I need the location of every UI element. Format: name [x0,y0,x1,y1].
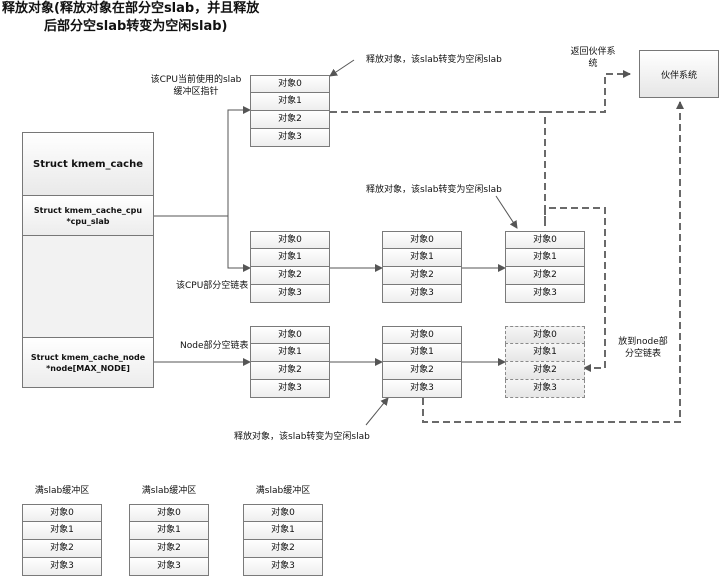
buddy-system-box: 伙伴系统 [639,50,719,98]
cpu-current-slab: 对象0 对象1 对象2 对象3 [250,75,330,147]
cpu-partial-head-line [227,216,251,272]
slab-object-1: 对象1 [22,522,102,540]
release-arrow-top [329,59,355,77]
title-line-2: 后部分空slab转变为空闲slab) [44,19,228,34]
return-buddy-label: 返回伙伴系 统 [560,46,626,70]
kmem-cache-node-field: Struct kmem_cache_node *node[MAX_NODE] [23,338,153,387]
cpu-partial-slab-1: 对象0 对象1 对象2 对象3 [250,231,330,303]
full-slab-2: 对象0 对象1 对象2 对象3 [129,504,209,576]
slab-object-1: 对象1 [250,249,330,267]
release-label-bottom: 释放对象，该slab转变为空闲slab [234,432,370,442]
cpu-slab-pointer-label-line2: 缓冲区指针 [173,87,219,97]
slab-object-0: 对象0 [243,504,323,522]
slab-object-0: 对象0 [505,231,585,249]
node-field-line-1: Struct kmem_cache_node [30,352,146,362]
kmem-cache-header: Struct kmem_cache [23,133,153,196]
full-slab-label-2: 满slab缓冲区 [141,486,197,496]
slab-object-2: 对象2 [505,362,585,380]
full-slab-label-3: 满slab缓冲区 [255,486,311,496]
cpu-slab-pointer-label-line1: 该CPU当前使用的slab [150,75,242,85]
slab-object-1: 对象1 [250,344,330,362]
slab-object-3: 对象3 [250,129,330,147]
node-return-buddy-path [422,101,684,423]
slab-object-2: 对象2 [243,540,323,558]
slab-object-0: 对象0 [250,326,330,344]
slab-object-3: 对象3 [382,380,462,398]
slab-object-3: 对象3 [250,285,330,303]
slab-object-1: 对象1 [382,344,462,362]
put-to-node-label: 放到node部 分空链表 [612,336,674,360]
release-label-mid: 释放对象，该slab转变为空闲slab [366,185,502,195]
node-partial-slab-moved: 对象0 对象1 对象2 对象3 [505,326,585,398]
node-partial-slab-1: 对象0 对象1 对象2 对象3 [250,326,330,398]
slab-object-2: 对象2 [250,362,330,380]
slab-object-2: 对象2 [250,267,330,285]
cpu-partial-slab-3: 对象0 对象1 对象2 对象3 [505,231,585,303]
return-buddy-path-cpu [330,111,546,226]
return-buddy-label-line1: 返回伙伴系 [570,47,616,57]
slab-object-0: 对象0 [382,326,462,344]
slab-object-2: 对象2 [22,540,102,558]
slab-object-2: 对象2 [250,111,330,129]
cpu-slab-pointer-line [154,106,251,217]
slab-object-1: 对象1 [505,249,585,267]
cpu-partial-list-label: 该CPU部分空链表 [176,281,249,291]
slab-object-1: 对象1 [129,522,209,540]
slab-object-1: 对象1 [382,249,462,267]
cpu-slab-pointer-label: 该CPU当前使用的slab 缓冲区指针 [148,74,244,98]
node-field-line-2: *node[MAX_NODE] [46,363,130,373]
slab-object-0: 对象0 [22,504,102,522]
return-buddy-path-top [545,70,631,113]
node-partial-list-label: Node部分空链表 [180,341,249,351]
put-to-node-label-line1: 放到node部 [618,337,668,347]
slab-object-0: 对象0 [129,504,209,522]
slab-object-1: 对象1 [243,522,323,540]
slab-object-0: 对象0 [250,231,330,249]
cpu-partial-slab-2: 对象0 对象1 对象2 对象3 [382,231,462,303]
slab-object-0: 对象0 [250,75,330,93]
slab-object-0: 对象0 [505,326,585,344]
move-to-node-path [544,207,606,372]
slab-object-3: 对象3 [382,285,462,303]
slab-object-1: 对象1 [250,93,330,111]
title-line-1: 释放对象(释放对象在部分空slab，并且释放 [2,1,260,16]
slab-object-3: 对象3 [505,380,585,398]
release-arrow-mid [495,195,518,229]
slab-object-2: 对象2 [382,267,462,285]
slab-object-3: 对象3 [250,380,330,398]
full-slab-3: 对象0 对象1 对象2 对象3 [243,504,323,576]
slab-object-3: 对象3 [129,558,209,576]
full-slab-1: 对象0 对象1 对象2 对象3 [22,504,102,576]
diagram-title: 释放对象(释放对象在部分空slab，并且释放 后部分空slab转变为空闲slab… [2,0,259,36]
kmem-cache-spacer [23,236,153,338]
full-slab-label-1: 满slab缓冲区 [34,486,90,496]
release-label-top: 释放对象，该slab转变为空闲slab [366,55,502,65]
slab-object-3: 对象3 [243,558,323,576]
slab-object-1: 对象1 [505,344,585,362]
slab-object-3: 对象3 [505,285,585,303]
slab-object-0: 对象0 [382,231,462,249]
slab-object-2: 对象2 [505,267,585,285]
put-to-node-label-line2: 分空链表 [624,349,661,359]
node-partial-slab-2: 对象0 对象1 对象2 对象3 [382,326,462,398]
kmem-cache-struct: Struct kmem_cache Struct kmem_cache_cpu … [22,132,154,388]
slab-object-3: 对象3 [22,558,102,576]
slab-object-2: 对象2 [129,540,209,558]
slab-object-2: 对象2 [382,362,462,380]
return-buddy-label-line2: 统 [588,59,598,69]
release-arrow-bottom [365,397,389,426]
kmem-cache-cpu-field: Struct kmem_cache_cpu *cpu_slab [23,196,153,236]
